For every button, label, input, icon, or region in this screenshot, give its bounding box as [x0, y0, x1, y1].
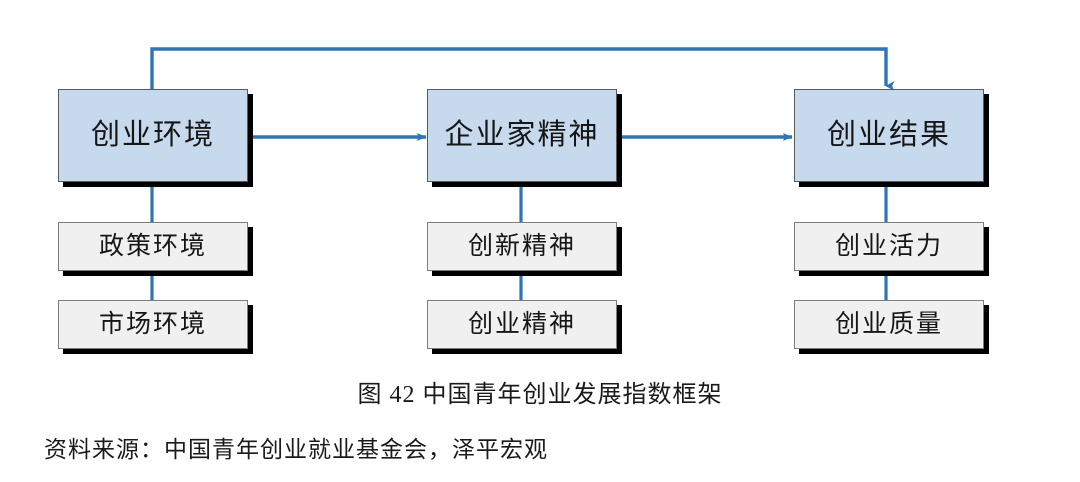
main-node-environment-label: 创业环境: [90, 119, 215, 151]
sub-node-policy-environment-label: 政策环境: [98, 233, 207, 260]
sub-node-market-environment-label: 市场环境: [98, 311, 207, 338]
figure-caption: 图 42 中国青年创业发展指数框架: [357, 382, 723, 408]
sub-node-entrepreneurial-quality[interactable]: 创业质量: [794, 300, 984, 349]
sub-node-entrepreneurial-vitality[interactable]: 创业活力: [794, 222, 984, 271]
main-node-entrepreneurship-label: 企业家精神: [444, 119, 600, 151]
main-node-environment[interactable]: 创业环境: [58, 89, 248, 182]
main-node-entrepreneurship[interactable]: 企业家精神: [427, 89, 617, 182]
sub-node-entrepreneurial-vitality-label: 创业活力: [834, 233, 943, 260]
arrow-environment-feedback-to-outcome: [150, 47, 895, 92]
sub-node-entrepreneurial-quality-label: 创业质量: [834, 311, 943, 338]
sub-node-entrepreneurial-spirit-label: 创业精神: [467, 311, 576, 338]
sub-node-policy-environment[interactable]: 政策环境: [58, 222, 248, 271]
figure-source-note: 资料来源：中国青年创业就业基金会，泽平宏观: [44, 437, 548, 462]
main-node-outcome[interactable]: 创业结果: [794, 89, 984, 182]
sub-node-market-environment[interactable]: 市场环境: [58, 300, 248, 349]
sub-node-innovation-spirit-label: 创新精神: [467, 233, 576, 260]
main-node-outcome-label: 创业结果: [826, 119, 951, 151]
sub-node-innovation-spirit[interactable]: 创新精神: [427, 222, 617, 271]
sub-node-entrepreneurial-spirit[interactable]: 创业精神: [427, 300, 617, 349]
